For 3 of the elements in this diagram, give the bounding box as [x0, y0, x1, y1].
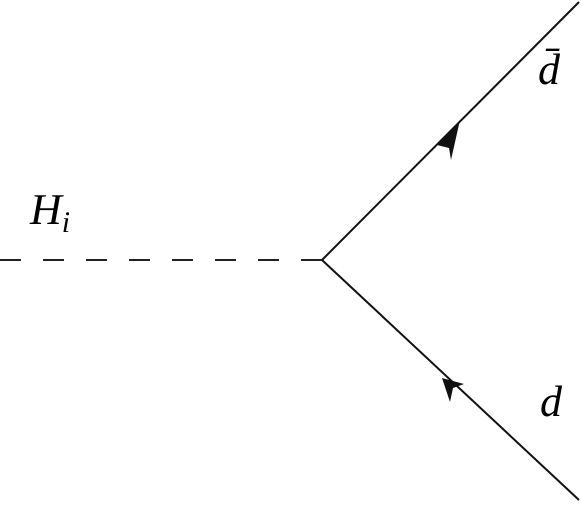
particle-label: d̄ [538, 48, 560, 92]
particle-label: H$_{i}$ [30, 188, 70, 238]
particle-label: d [540, 380, 562, 424]
